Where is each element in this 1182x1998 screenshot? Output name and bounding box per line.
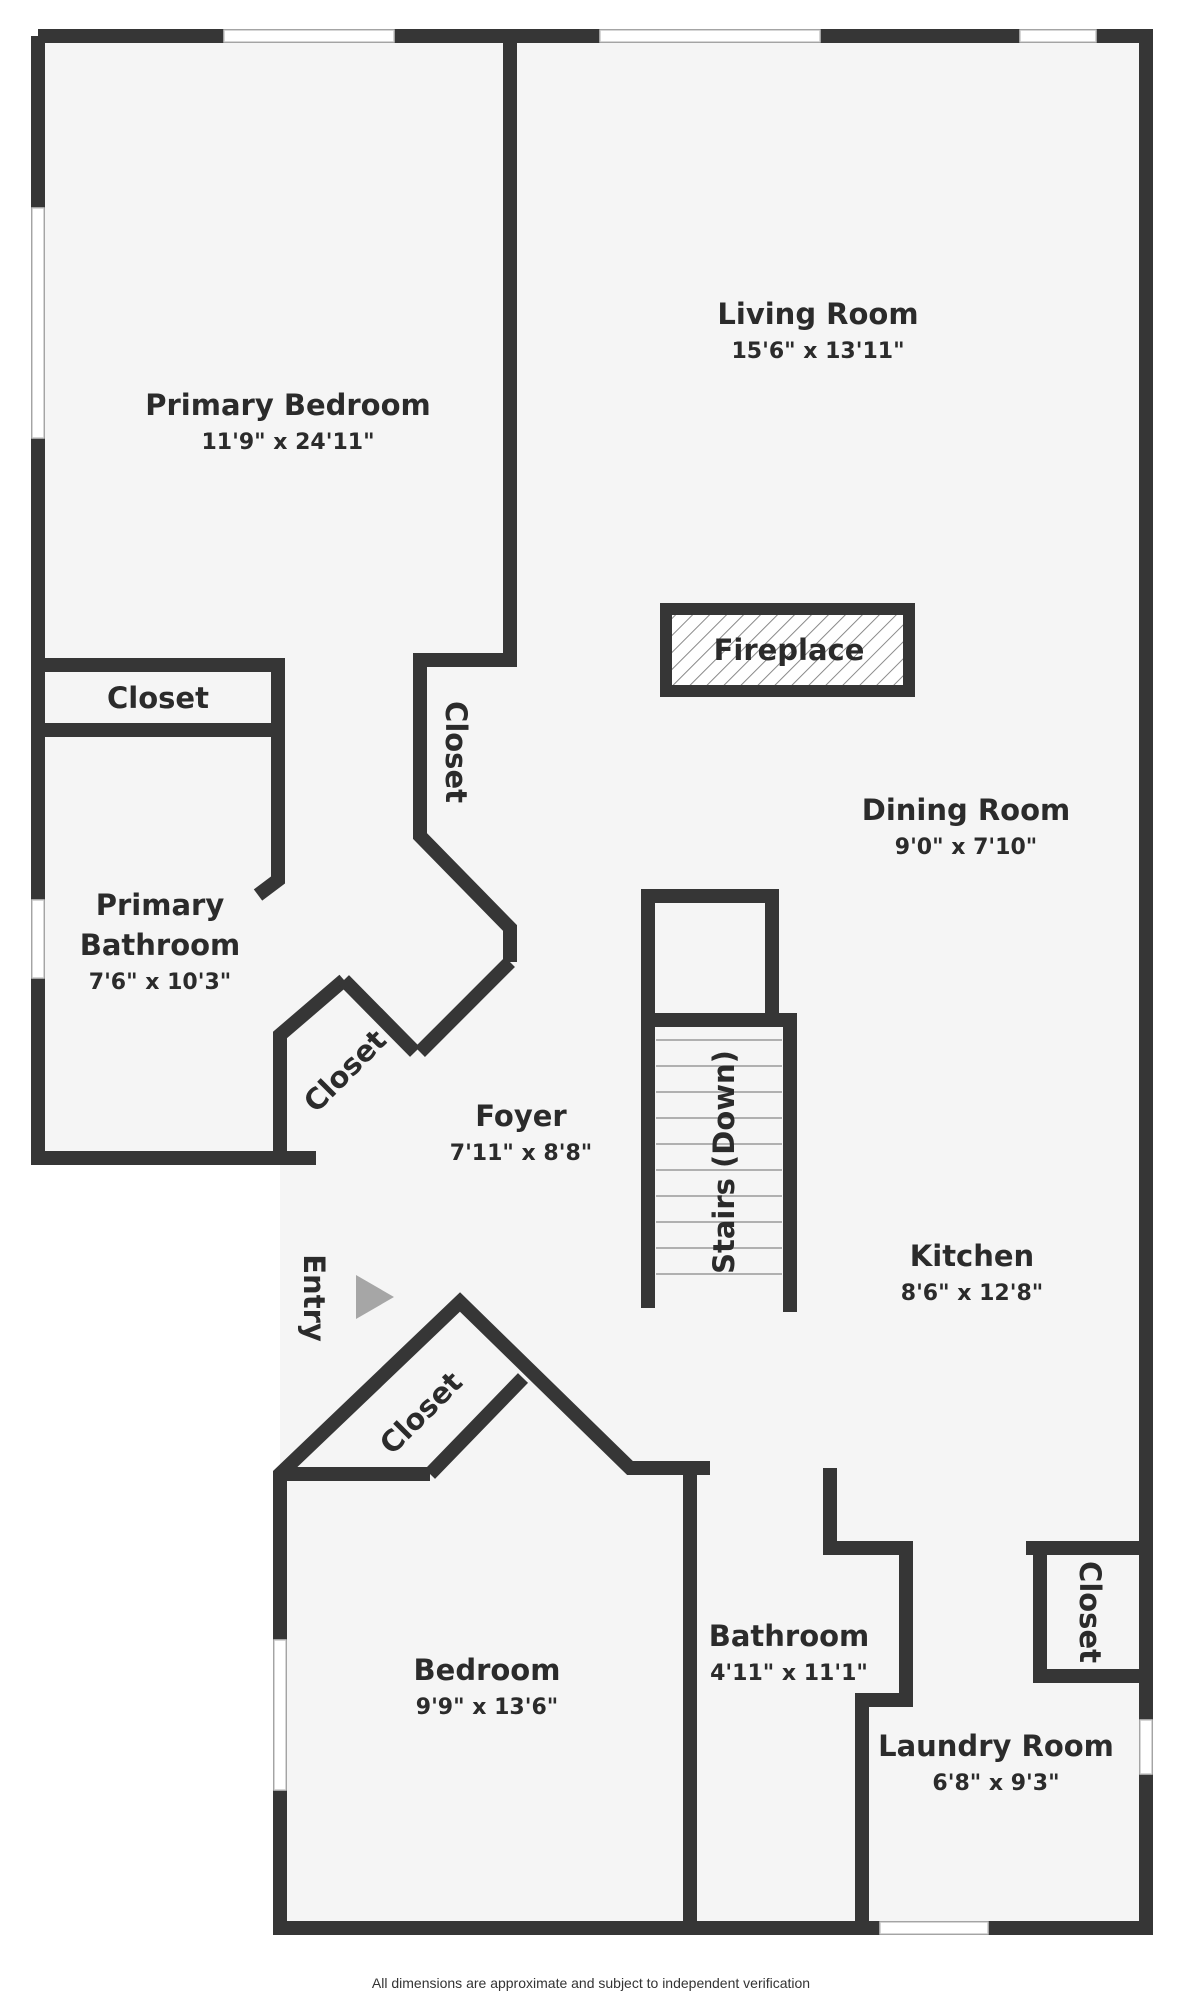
primary-bedroom-name: Primary Bedroom [145,388,430,422]
window-primary-bedroom-west [31,207,45,439]
primary-bathroom-dims: 7'6" x 10'3" [89,970,231,995]
entry-label: Entry [297,1254,331,1342]
foyer-name: Foyer [475,1099,567,1133]
bathroom-walls [690,1461,913,1928]
entry-arrow-icon [356,1275,394,1319]
window-primary-bedroom-north [223,29,395,43]
laundry-room-dims: 6'8" x 9'3" [932,1771,1059,1796]
primary-bathroom-line1: Primary [96,888,225,922]
closet-3-walls [339,975,420,1057]
closet-5-walls [1026,1541,1146,1683]
window-laundry-east [1139,1719,1153,1775]
stairs-label: Stairs (Down) [707,1050,741,1274]
fireplace-label: Fireplace [714,633,865,667]
dining-room-name: Dining Room [862,793,1071,827]
kitchen-dims: 8'6" x 12'8" [901,1281,1043,1306]
floor-main [38,36,1146,1928]
window-living-north-2 [1019,29,1097,43]
bathroom-dims: 4'11" x 11'1" [710,1661,868,1686]
window-bedroom-west [273,1639,287,1791]
window-living-north [599,29,821,43]
bathroom-name: Bathroom [709,1619,870,1653]
closet-1-walls [38,658,285,737]
foyer-diagonal-wall [415,957,515,1057]
floor-entry-notch [280,1158,460,1474]
primary-bedroom-dims: 11'9" x 24'11" [201,430,374,455]
bedroom-walls [280,1373,697,1928]
living-room-name: Living Room [717,297,918,331]
window-primary-bath-west [31,899,45,979]
fireplace [660,603,915,697]
primary-bathroom-line2: Bathroom [80,928,241,962]
stairs-walls [641,889,797,1312]
kitchen-name: Kitchen [910,1239,1034,1273]
closet-5-label: Closet [1073,1561,1107,1663]
primary-bedroom-east-wall [413,36,517,962]
foyer-dims: 7'11" x 8'8" [450,1141,592,1166]
window-laundry-south [879,1921,989,1935]
laundry-room-name: Laundry Room [878,1729,1114,1763]
primary-bathroom-walls [253,730,349,1158]
closet-1-label: Closet [107,681,209,715]
disclaimer: All dimensions are approximate and subje… [372,1975,810,1991]
closet-2-label: Closet [439,701,473,803]
bedroom-dims: 9'9" x 13'6" [416,1695,558,1720]
fireplace-hatch [672,615,903,685]
stair-treads [656,1039,782,1275]
floor-area [38,36,1146,1928]
living-room-dims: 15'6" x 13'11" [731,339,904,364]
windows [31,29,1153,1935]
dining-room-dims: 9'0" x 7'10" [895,835,1037,860]
bedroom-name: Bedroom [414,1653,561,1687]
